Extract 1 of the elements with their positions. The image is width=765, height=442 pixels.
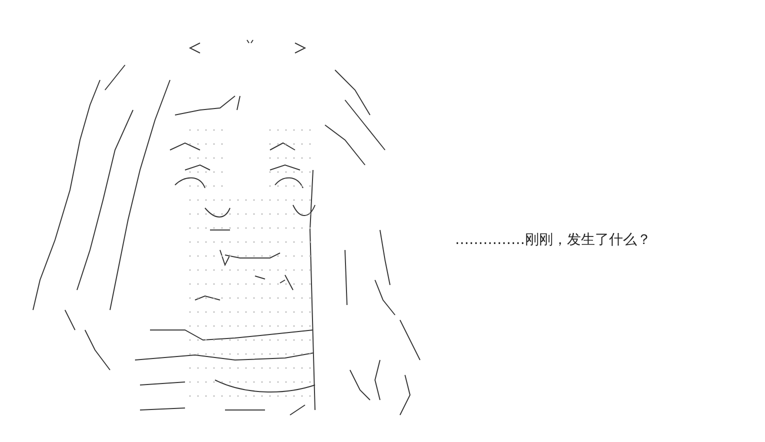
speech-text: ……………刚刚，发生了什么？ <box>455 231 651 249</box>
